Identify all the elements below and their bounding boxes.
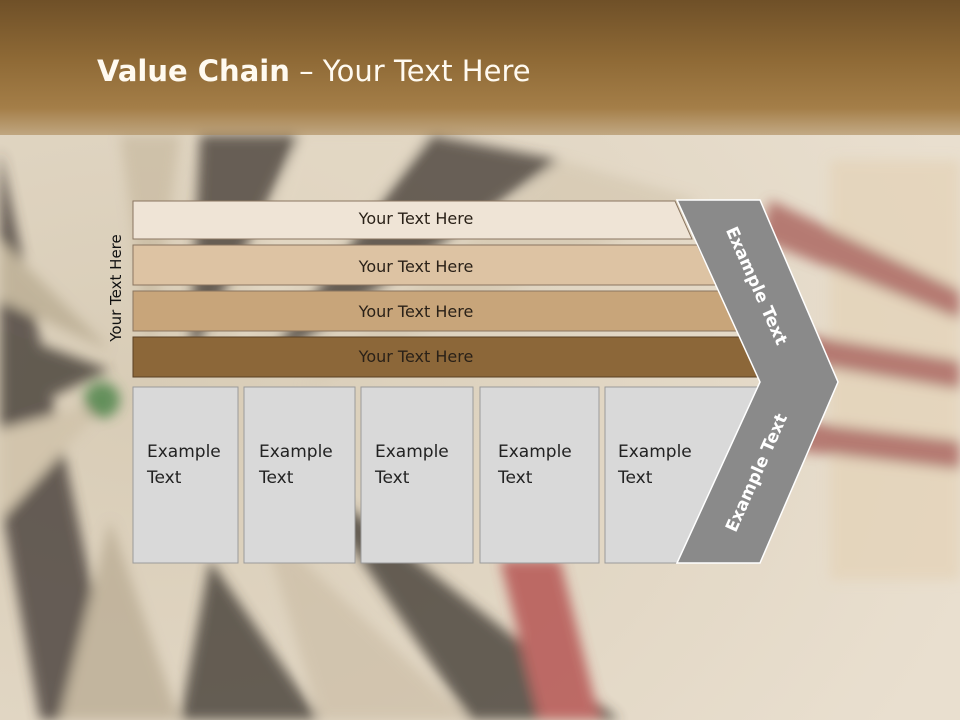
bar-1-shape[interactable]: [132, 200, 693, 240]
box-3-shape[interactable]: [360, 386, 474, 564]
box-1-line1: Example: [147, 442, 221, 462]
bar-2-label: Your Text Here: [358, 257, 474, 276]
box-3-line1: Example: [375, 442, 449, 462]
bar-4-label: Your Text Here: [358, 347, 474, 366]
box-4-shape[interactable]: [479, 386, 600, 564]
box-5-line1: Example: [618, 442, 692, 462]
bar-1-label: Your Text Here: [358, 209, 474, 228]
box-2-shape[interactable]: [243, 386, 356, 564]
box-2-line1: Example: [259, 442, 333, 462]
page-title: Value Chain – Your Text Here: [97, 54, 531, 88]
title-band: [0, 0, 960, 135]
box-1-line2: Text: [147, 468, 182, 488]
box-3-line2: Text: [375, 468, 410, 488]
title-rest: – Your Text Here: [289, 54, 531, 88]
box-2-line2: Text: [259, 468, 294, 488]
title-bold: Value Chain: [97, 54, 290, 88]
box-1-shape[interactable]: [132, 386, 239, 564]
bar-3-label: Your Text Here: [358, 302, 474, 321]
box-4-line1: Example: [498, 442, 572, 462]
box-5-line2: Text: [618, 468, 653, 488]
box-4-line2: Text: [498, 468, 533, 488]
chevron-shape[interactable]: [675, 199, 839, 564]
